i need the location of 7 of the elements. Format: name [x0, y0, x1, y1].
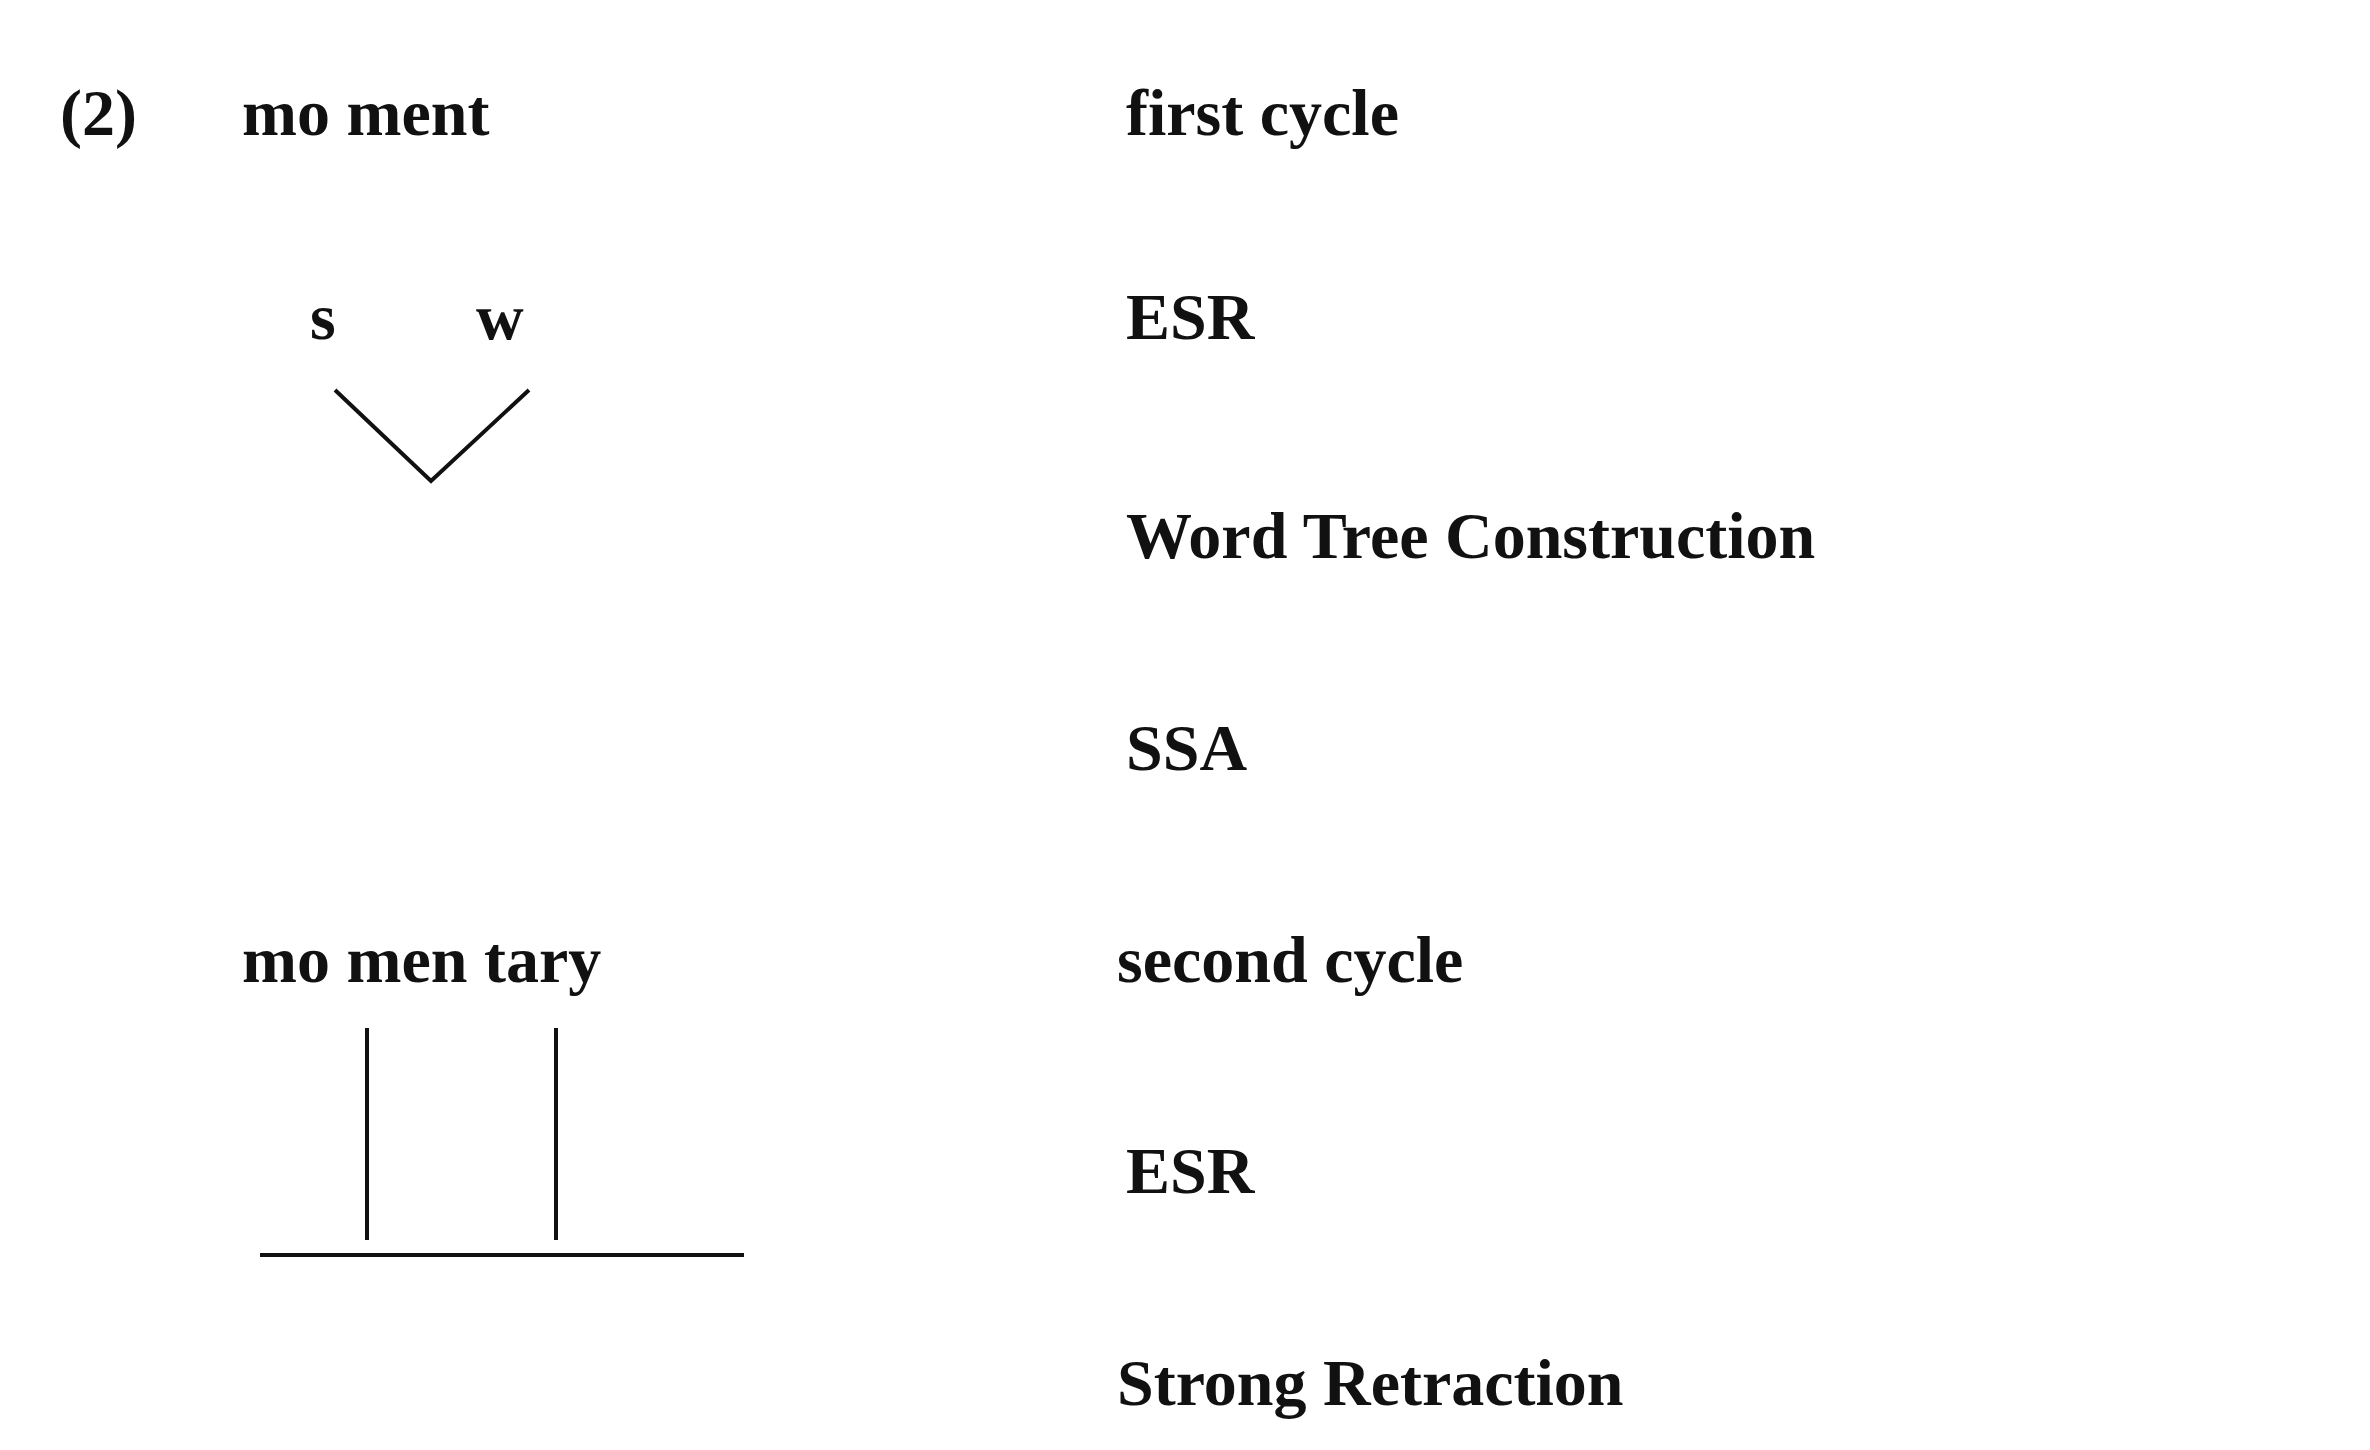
strong-node-label: s [310, 284, 336, 350]
weak-node-label: w [476, 284, 524, 350]
rule-name: ESR [1126, 284, 1255, 350]
rule-name: Word Tree Construction [1126, 503, 1816, 569]
word-text: mo ment [242, 80, 490, 146]
rule-name: ESR [1126, 1138, 1255, 1204]
rule-name: SSA [1126, 715, 1248, 781]
